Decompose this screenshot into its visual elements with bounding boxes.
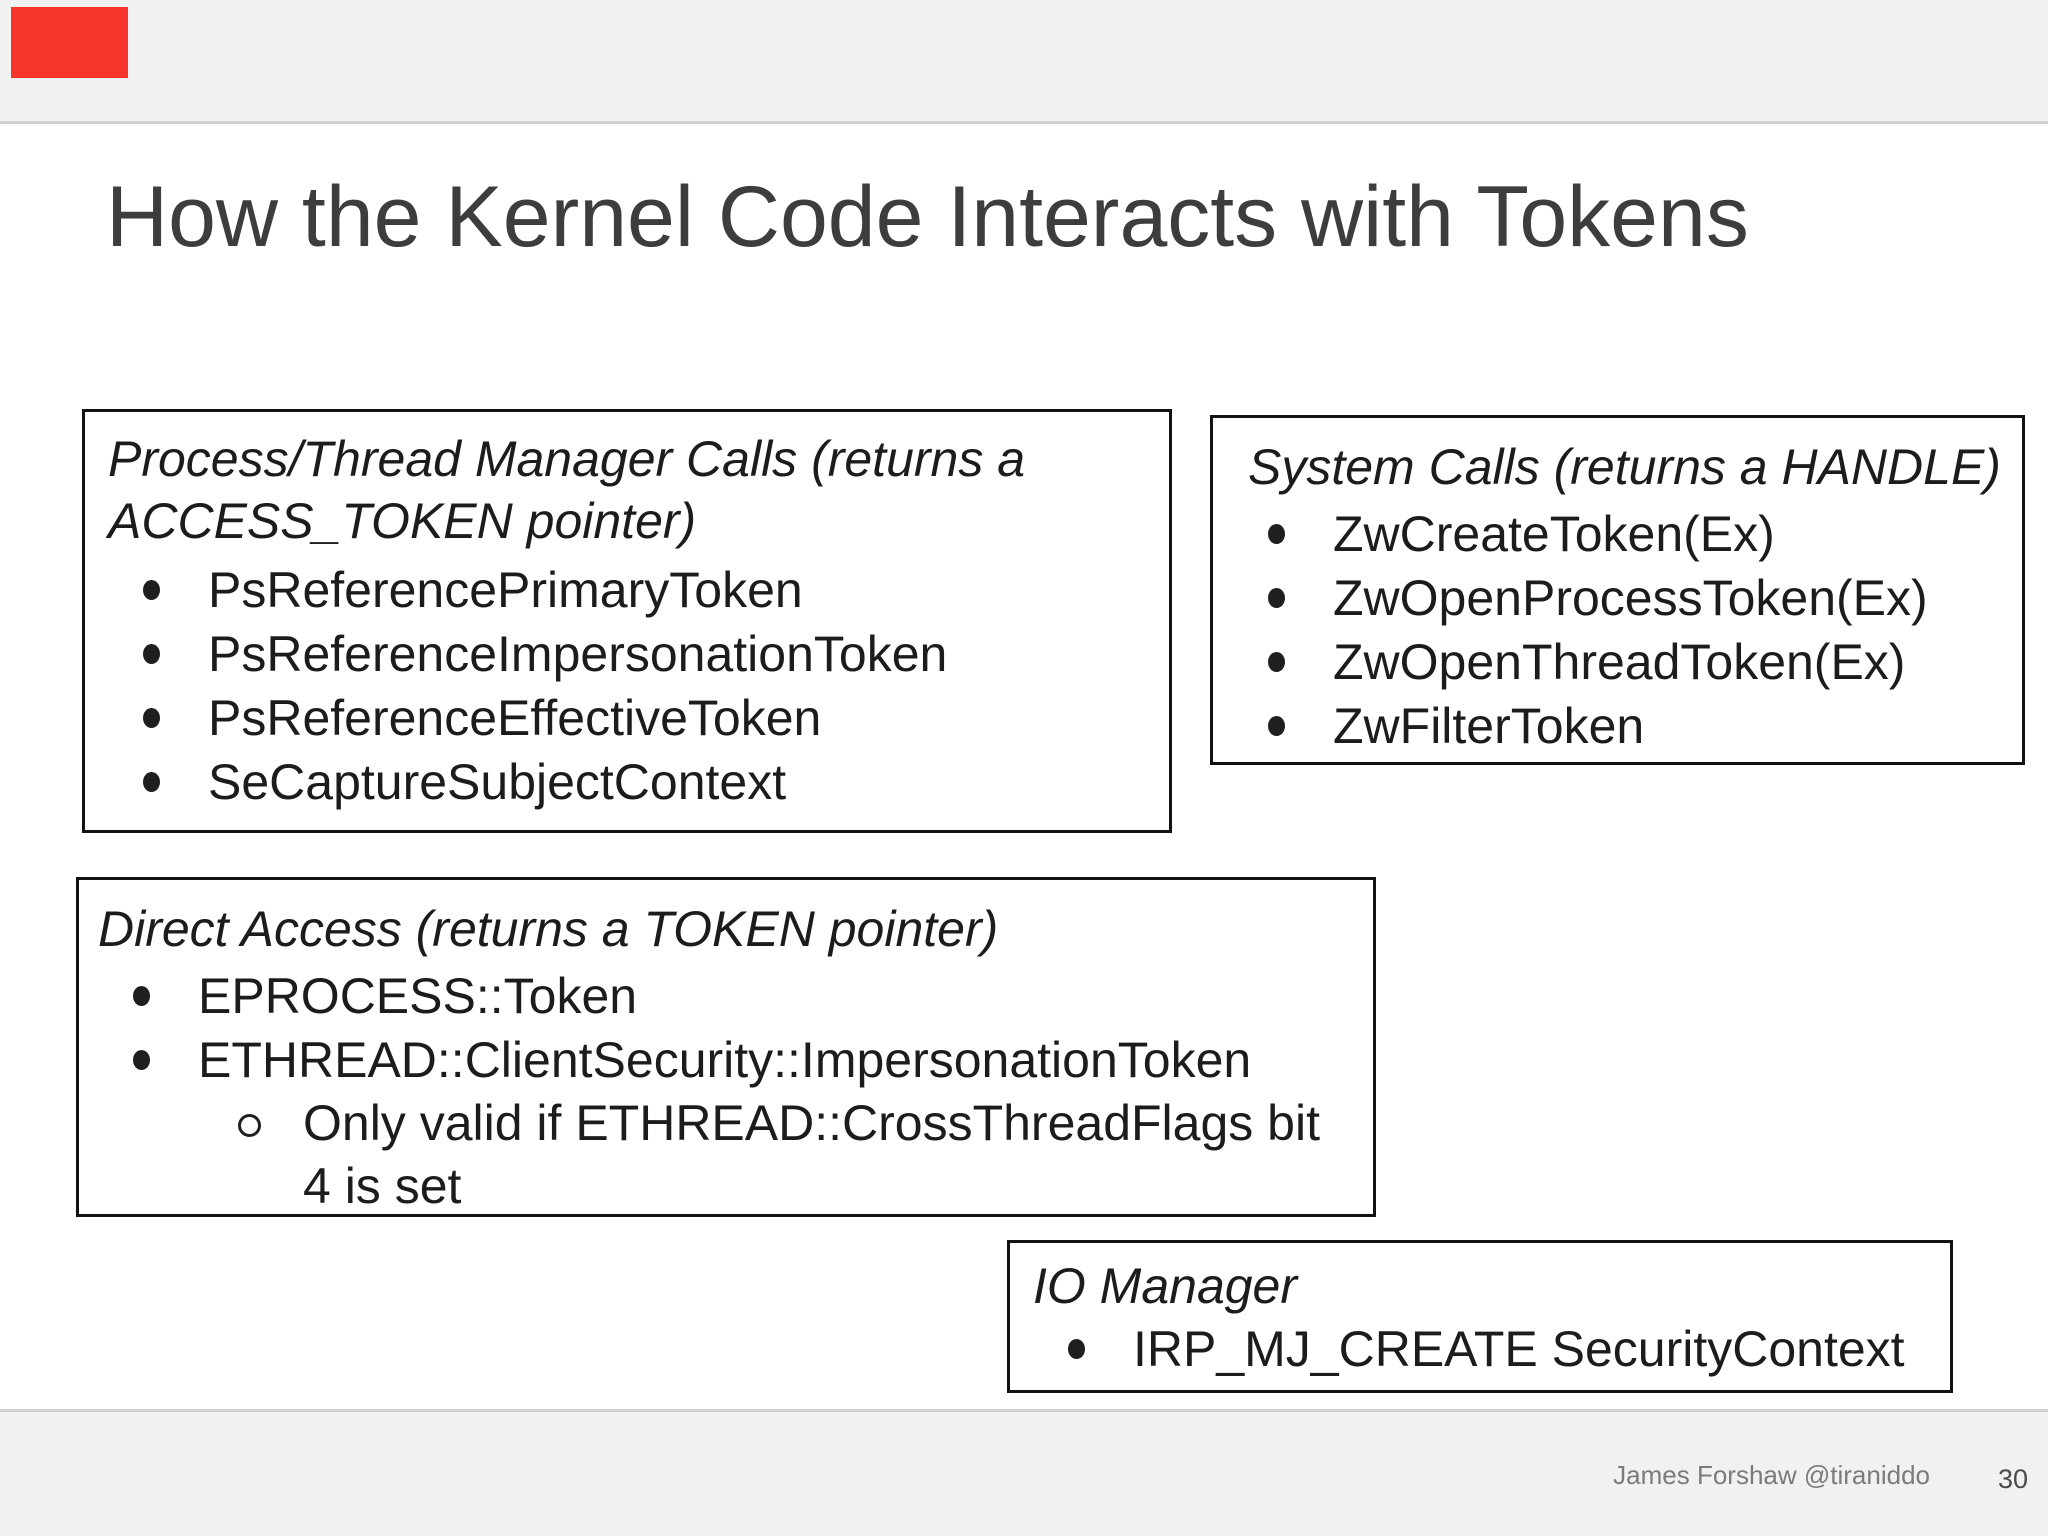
list-item-text: ZwOpenThreadToken(Ex) xyxy=(1333,634,1906,690)
bullet-icon xyxy=(143,708,160,728)
system-calls-box: System Calls (returns a HANDLE) ZwCreate… xyxy=(1210,415,2025,765)
list-item-text: ZwFilterToken xyxy=(1333,698,1645,754)
footer-band xyxy=(0,1409,2048,1536)
header-band xyxy=(0,0,2048,124)
bullet-icon xyxy=(1268,716,1285,736)
bullet-icon xyxy=(133,986,150,1006)
list-item-text: SeCaptureSubjectContext xyxy=(208,754,787,810)
heading-line: Process/Thread Manager Calls (returns a xyxy=(108,431,1026,487)
list-item: ZwOpenThreadToken(Ex) xyxy=(1248,630,2012,694)
list-item: PsReferenceImpersonationToken xyxy=(108,622,1159,686)
sub-item-line: Only valid if ETHREAD::CrossThreadFlags … xyxy=(303,1095,1320,1151)
footer-page-number: 30 xyxy=(1997,1464,2028,1494)
list-item-text: ETHREAD::ClientSecurity::ImpersonationTo… xyxy=(198,1032,1252,1088)
list-item: PsReferenceEffectiveToken xyxy=(108,686,1159,750)
list-item: ETHREAD::ClientSecurity::ImpersonationTo… xyxy=(98,1028,1363,1092)
list-item-text: EPROCESS::Token xyxy=(198,968,638,1024)
list-item: ZwOpenProcessToken(Ex) xyxy=(1248,566,2012,630)
red-marker xyxy=(11,7,128,78)
list-item-text: ZwCreateToken(Ex) xyxy=(1333,506,1775,562)
list-item: IRP_MJ_CREATE SecurityContext xyxy=(1033,1317,1940,1381)
list-item: ZwCreateToken(Ex) xyxy=(1248,502,2012,566)
hollow-bullet-icon xyxy=(238,1114,261,1137)
io-manager-heading: IO Manager xyxy=(1033,1258,1298,1314)
list-item-text: PsReferencePrimaryToken xyxy=(208,562,803,618)
sub-item-line: 4 is set xyxy=(303,1158,462,1214)
list-item-text: IRP_MJ_CREATE SecurityContext xyxy=(1133,1321,1905,1377)
bullet-icon xyxy=(143,772,160,792)
list-item: PsReferencePrimaryToken xyxy=(108,558,1159,622)
io-manager-box: IO Manager IRP_MJ_CREATE SecurityContext xyxy=(1007,1240,1953,1393)
list-item-text: ZwOpenProcessToken(Ex) xyxy=(1333,570,1928,626)
direct-access-heading: Direct Access (returns a TOKEN pointer) xyxy=(98,901,999,957)
slide-title: How the Kernel Code Interacts with Token… xyxy=(106,169,1749,265)
bullet-icon xyxy=(143,580,160,600)
direct-access-box: Direct Access (returns a TOKEN pointer) … xyxy=(76,877,1376,1217)
sub-list-item: Only valid if ETHREAD::CrossThreadFlags … xyxy=(238,1092,1363,1218)
bullet-icon xyxy=(133,1050,150,1070)
footer-author: James Forshaw @tiraniddo xyxy=(1613,1460,1930,1490)
sub-list-item-text: Only valid if ETHREAD::CrossThreadFlags … xyxy=(303,1092,1320,1218)
list-item: SeCaptureSubjectContext xyxy=(108,750,1159,814)
list-item-text: PsReferenceImpersonationToken xyxy=(208,626,948,682)
heading-line: ACCESS_TOKEN pointer) xyxy=(108,493,697,549)
process-thread-manager-heading: Process/Thread Manager Calls (returns a … xyxy=(108,428,1159,552)
list-item: ZwFilterToken xyxy=(1248,694,2012,758)
process-thread-manager-box: Process/Thread Manager Calls (returns a … xyxy=(82,409,1172,833)
bullet-icon xyxy=(143,644,160,664)
bullet-icon xyxy=(1068,1339,1085,1359)
list-item: EPROCESS::Token xyxy=(98,964,1363,1028)
bullet-icon xyxy=(1268,524,1285,544)
system-calls-heading: System Calls (returns a HANDLE) xyxy=(1248,439,2001,495)
bullet-icon xyxy=(1268,652,1285,672)
list-item-text: PsReferenceEffectiveToken xyxy=(208,690,822,746)
bullet-icon xyxy=(1268,588,1285,608)
